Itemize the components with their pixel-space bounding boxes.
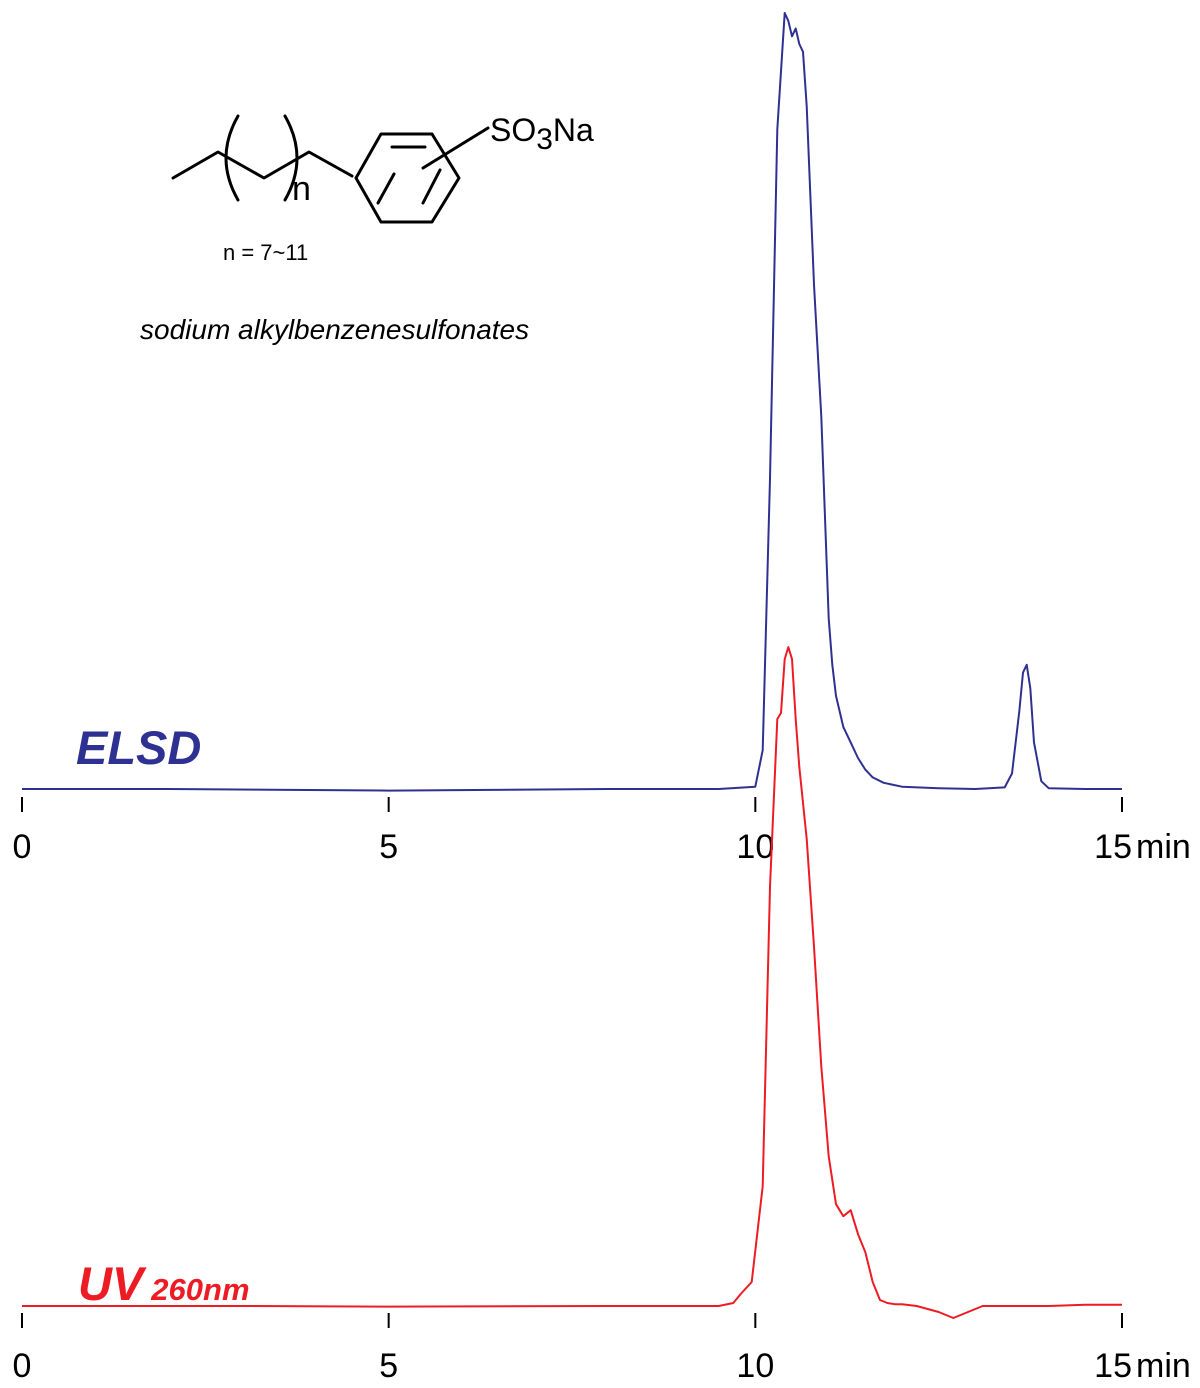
benzene-double-bond <box>421 168 442 205</box>
alkyl-chain <box>171 150 354 180</box>
x-tick-label: 5 <box>379 828 398 866</box>
x-tick-label: 15 <box>1094 1347 1132 1385</box>
x-unit-label: min <box>1136 1347 1191 1385</box>
repeat-index-label: n <box>292 170 311 208</box>
elsd-series-title: ELSD <box>76 721 201 774</box>
uv-series-name: UV <box>78 1257 147 1310</box>
substituent-label: SO3Na <box>490 112 594 156</box>
repeat-bracket-left <box>224 114 240 202</box>
benzene-ring <box>354 132 461 224</box>
x-tick-label: 5 <box>379 1347 398 1385</box>
substituent-part-so: SO <box>490 112 536 148</box>
x-tick-label: 0 <box>13 1347 32 1385</box>
x-unit-label: min <box>1136 828 1191 866</box>
n-range-label: n = 7~11 <box>223 240 308 265</box>
x-tick-label: 10 <box>736 828 774 866</box>
series-line-elsd <box>22 12 1122 792</box>
repeat-bracket-right <box>283 114 299 202</box>
uv-series-wavelength: 260nm <box>150 1272 249 1307</box>
chemical-structure <box>171 114 490 224</box>
substituent-part-subscript: 3 <box>536 123 553 156</box>
substituent-part-na: Na <box>553 112 594 148</box>
series-line-uv <box>22 646 1122 1319</box>
benzene-double-bond <box>376 172 396 205</box>
compound-name: sodium alkylbenzenesulfonates <box>140 314 529 345</box>
x-tick-label: 10 <box>736 1347 774 1385</box>
sulfonate-bond <box>421 126 490 170</box>
x-tick-label: 15 <box>1094 828 1132 866</box>
x-tick-label: 0 <box>13 828 32 866</box>
